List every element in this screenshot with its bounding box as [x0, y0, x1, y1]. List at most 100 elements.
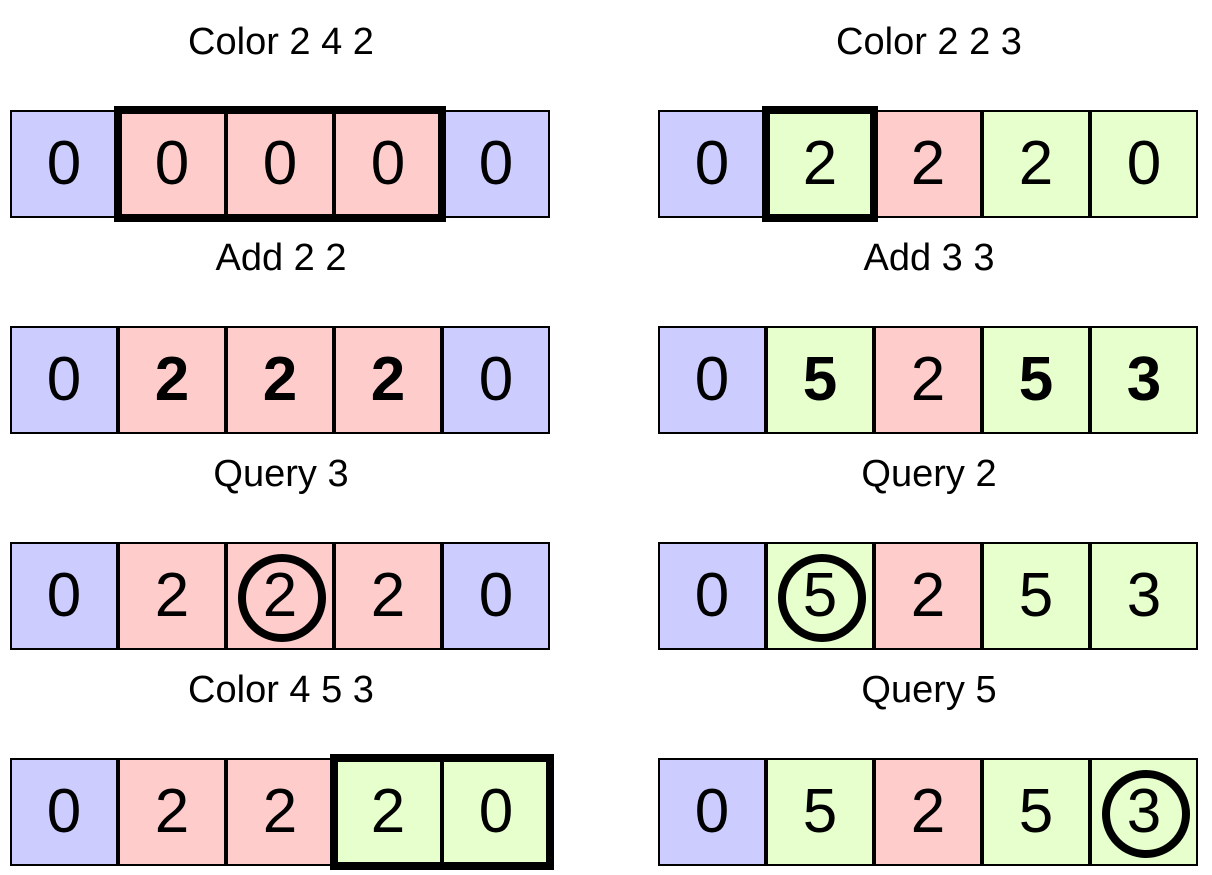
cell-value: 0: [478, 561, 514, 630]
cell-value: 2: [154, 777, 190, 846]
array-cell: 0: [334, 110, 442, 218]
array-cell: 2: [118, 758, 226, 866]
array-strip: 0 2 2 2 0: [10, 326, 552, 434]
cell-value: 3: [1126, 561, 1162, 630]
cell-value: 2: [154, 561, 190, 630]
cell-value: 0: [370, 129, 406, 198]
cell-value: 0: [46, 777, 82, 846]
cell-value: 0: [46, 345, 82, 414]
cell-value: 0: [262, 129, 298, 198]
operation-title: Color 2 2 3: [836, 21, 1022, 63]
cell-value: 0: [1126, 129, 1162, 198]
operation-panel: Query 5 0 5 2 5 3: [658, 660, 1200, 866]
array-cell: 2: [118, 326, 226, 434]
array-cell: 2: [982, 110, 1090, 218]
operation-panel: Color 4 5 3 0 2 2 2 0: [10, 660, 554, 870]
array-cell: 0: [10, 542, 118, 650]
array-strip: 0 2 2 2 0: [10, 754, 554, 870]
cell-value: 2: [910, 777, 946, 846]
array-cell: 0: [226, 110, 334, 218]
operation-panel: Color 2 4 2 0 0 0 0 0: [10, 12, 552, 222]
operation-title: Color 2 4 2: [188, 21, 374, 63]
array-cell: 5: [766, 326, 874, 434]
cell-value: 2: [262, 777, 298, 846]
cell-value: 0: [694, 777, 730, 846]
cell-value: 2: [370, 561, 406, 630]
array-strip: 0 5 2 5 3: [658, 758, 1200, 866]
array-cell: 0: [10, 110, 118, 218]
array-cell: 2: [766, 110, 874, 218]
array-cell: 0: [658, 758, 766, 866]
array-cell: 2: [226, 542, 334, 650]
operation-title: Color 4 5 3: [188, 669, 374, 711]
array-cell: 0: [442, 326, 550, 434]
cell-value: 5: [802, 561, 838, 630]
operation-title: Query 3: [213, 453, 349, 495]
cell-value: 2: [370, 777, 406, 846]
operation-title: Add 2 2: [215, 237, 347, 279]
array-strip: 0 2 2 2 0: [658, 106, 1200, 222]
cell-value: 2: [154, 345, 190, 414]
array-cell: 0: [658, 542, 766, 650]
array-cell: 0: [1090, 110, 1198, 218]
array-cell: 2: [874, 110, 982, 218]
array-cell: 2: [874, 758, 982, 866]
operation-title: Query 5: [861, 669, 997, 711]
cell-value: 0: [46, 129, 82, 198]
cell-value: 0: [478, 777, 514, 846]
array-cell: 2: [226, 326, 334, 434]
array-cell: 3: [1090, 758, 1198, 866]
cell-value: 0: [694, 345, 730, 414]
cell-value: 5: [802, 345, 838, 414]
array-cell: 0: [442, 110, 550, 218]
array-cell: 0: [658, 326, 766, 434]
operation-panel: Color 2 2 3 0 2 2 2 0: [658, 12, 1200, 222]
cell-value: 3: [1126, 777, 1162, 846]
array-cell: 2: [334, 758, 442, 866]
cell-value: 0: [694, 561, 730, 630]
array-cell: 5: [766, 542, 874, 650]
cell-value: 2: [802, 129, 838, 198]
cell-value: 0: [46, 561, 82, 630]
cell-value: 5: [1018, 777, 1054, 846]
array-cell: 0: [118, 110, 226, 218]
array-cell: 3: [1090, 542, 1198, 650]
array-strip: 0 0 0 0 0: [10, 106, 552, 222]
cell-value: 2: [262, 345, 298, 414]
array-cell: 0: [658, 110, 766, 218]
array-cell: 5: [982, 326, 1090, 434]
cell-value: 2: [262, 561, 298, 630]
cell-value: 5: [802, 777, 838, 846]
array-cell: 2: [874, 542, 982, 650]
array-cell: 0: [10, 326, 118, 434]
array-cell: 2: [874, 326, 982, 434]
array-cell: 2: [334, 326, 442, 434]
operation-title: Query 2: [861, 453, 997, 495]
array-cell: 5: [982, 758, 1090, 866]
array-cell: 0: [442, 542, 550, 650]
array-cell: 2: [118, 542, 226, 650]
array-cell: 2: [334, 542, 442, 650]
cell-value: 0: [478, 345, 514, 414]
array-strip: 0 2 2 2 0: [10, 542, 552, 650]
cell-value: 2: [910, 345, 946, 414]
operation-title: Add 3 3: [863, 237, 995, 279]
array-cell: 2: [226, 758, 334, 866]
cell-value: 3: [1126, 345, 1162, 414]
cell-value: 5: [1018, 561, 1054, 630]
array-cell: 0: [442, 758, 550, 866]
cell-value: 2: [370, 345, 406, 414]
cell-value: 2: [910, 129, 946, 198]
operation-panel: Query 3 0 2 2 2 0: [10, 444, 552, 650]
cell-value: 0: [694, 129, 730, 198]
cell-value: 0: [154, 129, 190, 198]
array-cell: 0: [10, 758, 118, 866]
cell-value: 0: [478, 129, 514, 198]
operation-panel: Add 2 2 0 2 2 2 0: [10, 228, 552, 434]
cell-value: 2: [1018, 129, 1054, 198]
